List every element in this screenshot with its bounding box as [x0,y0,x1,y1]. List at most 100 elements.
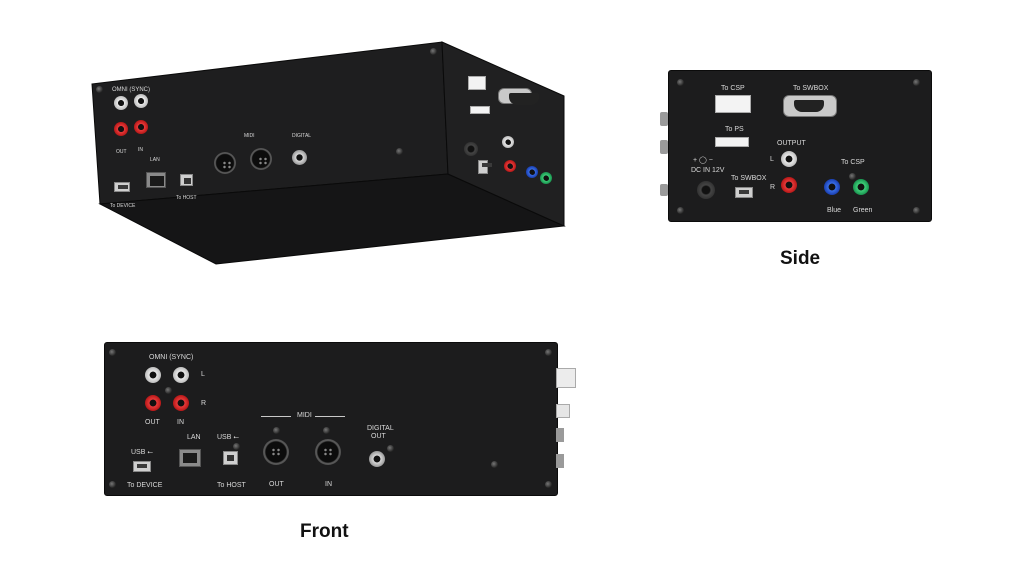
angled-screw [430,48,437,55]
side-panel: To CSP To SWBOX To PS OUTPUT L R To CSP … [668,70,932,222]
usb-icon: ⭠ [233,434,239,441]
front-usb-to-device-port[interactable] [133,461,151,472]
side-green-jack[interactable] [853,179,869,195]
side-to-csp-connector[interactable] [715,95,751,113]
front-omni-in-l-jack[interactable] [173,367,189,383]
front-right-protrusion [556,428,564,442]
front-midi-in-label: IN [325,481,332,488]
angled-omni-out-l-jack[interactable] [114,96,128,110]
side-left-protrusion [660,112,668,126]
angled-omni-out-r-jack[interactable] [114,122,128,136]
angled-digital-out-label: DIGITAL [292,133,312,139]
side-output-r-jack[interactable] [781,177,797,193]
angled-output-l-jack[interactable] [502,136,514,148]
side-r-label: R [770,184,776,191]
front-midi-out-label: OUT [269,481,284,488]
front-screw-top-right [545,349,552,356]
front-right-connector [556,404,570,418]
angled-to-csp-connector[interactable] [468,76,486,90]
front-lan-port[interactable] [179,449,201,467]
angled-blue-jack[interactable] [526,166,538,178]
side-output-label: OUTPUT [777,140,806,147]
side-output-l-jack[interactable] [781,151,797,167]
front-midi-line-left [261,416,291,417]
angled-output-r-jack[interactable] [504,160,516,172]
angled-omni-in-r-jack[interactable] [134,120,148,134]
angled-midi-label: MIDI [244,133,255,139]
side-blue-jack[interactable] [824,179,840,195]
side-to-swbox-connector[interactable] [783,95,837,117]
angled-out-label: OUT [116,149,127,155]
front-omni-l-label: L [201,371,205,378]
front-omni-in-r-jack[interactable] [173,395,189,411]
side-to-csp-label: To CSP [841,159,865,166]
angled-usb-to-swbox-port[interactable] [478,160,492,174]
front-screw-bottom-right [545,481,552,488]
front-right-protrusion [556,454,564,468]
angled-to-host-label: To HOST [176,195,197,201]
angled-midi-out-port[interactable] [214,152,236,174]
front-usb-host-label: USB ⭠ [217,434,239,442]
device-body-angled [91,41,566,265]
side-dc-in-label: DC IN 12V [691,167,725,174]
front-omni-out-r-jack[interactable] [145,395,161,411]
side-to-ps-label: To PS [725,126,744,133]
angled-usb-to-device-port[interactable] [114,182,130,192]
front-screw-bottom-left [109,481,116,488]
front-omni-r-label: R [201,400,207,407]
side-to-swbox-top-label: To SWBOX [793,85,829,92]
front-digital-out-label-2: OUT [371,433,386,440]
side-l-label: L [770,156,774,163]
angled-lan-label: LAN [150,157,160,163]
front-right-connector [556,368,576,388]
angled-to-swbox-connector[interactable] [498,88,539,105]
front-midi-out-port[interactable] [263,439,289,465]
front-to-host-label: To HOST [217,482,246,489]
angled-to-ps-connector[interactable] [470,106,490,114]
side-to-swbox-label: To SWBOX [731,175,767,182]
front-midi-line-right [315,416,345,417]
side-screw-top-right [913,79,920,86]
angled-in-label: IN [138,147,143,153]
angled-screw [96,86,103,93]
angled-omni-sync-label: OMNI (SYNC) [112,87,150,93]
angled-omni-in-l-jack[interactable] [134,94,148,108]
side-screw-bottom-right [913,207,920,214]
side-green-label: Green [853,207,873,214]
front-usb-host-label-text: USB [217,434,232,441]
front-small-screw [165,387,172,394]
angled-dc-in-jack[interactable] [464,142,478,156]
front-panel-screw [491,461,498,468]
usb-icon: ⭠ [147,449,153,456]
front-small-screw [387,445,394,452]
side-left-protrusion [660,140,668,154]
front-omni-out-l-jack[interactable] [145,367,161,383]
front-small-screw [323,427,330,434]
side-small-screw [849,173,856,180]
side-to-ps-connector[interactable] [715,137,749,147]
front-caption: Front [300,521,349,542]
side-dc-in-jack[interactable] [697,181,715,199]
side-screw-bottom-left [677,207,684,214]
front-omni-sync-label: OMNI (SYNC) [149,354,194,361]
angled-green-jack[interactable] [540,172,552,184]
angled-to-device-label: To DEVICE [110,203,136,209]
angled-screw [396,148,403,155]
angled-midi-in-port[interactable] [250,148,272,170]
side-to-csp-top-label: To CSP [721,85,745,92]
front-in-label: IN [177,419,184,426]
angled-lan-port[interactable] [146,172,166,188]
front-usb-to-host-port[interactable] [223,451,238,465]
front-digital-out-jack[interactable] [369,451,385,467]
front-usb-device-label: USB ⭠ [131,449,153,457]
angled-usb-to-host-port[interactable] [180,174,193,186]
angled-digital-out-jack[interactable] [292,150,307,165]
front-midi-label: MIDI [297,412,312,419]
front-digital-out-label-1: DIGITAL [367,425,394,432]
side-dc-symbol: + ◯ − [693,157,713,164]
front-usb-device-label-text: USB [131,449,146,456]
front-panel: OMNI (SYNC) L R OUT IN USB ⭠ To DEVICE L… [104,342,558,496]
side-usb-to-swbox-port[interactable] [735,187,753,198]
front-midi-in-port[interactable] [315,439,341,465]
front-to-device-label: To DEVICE [127,482,163,489]
